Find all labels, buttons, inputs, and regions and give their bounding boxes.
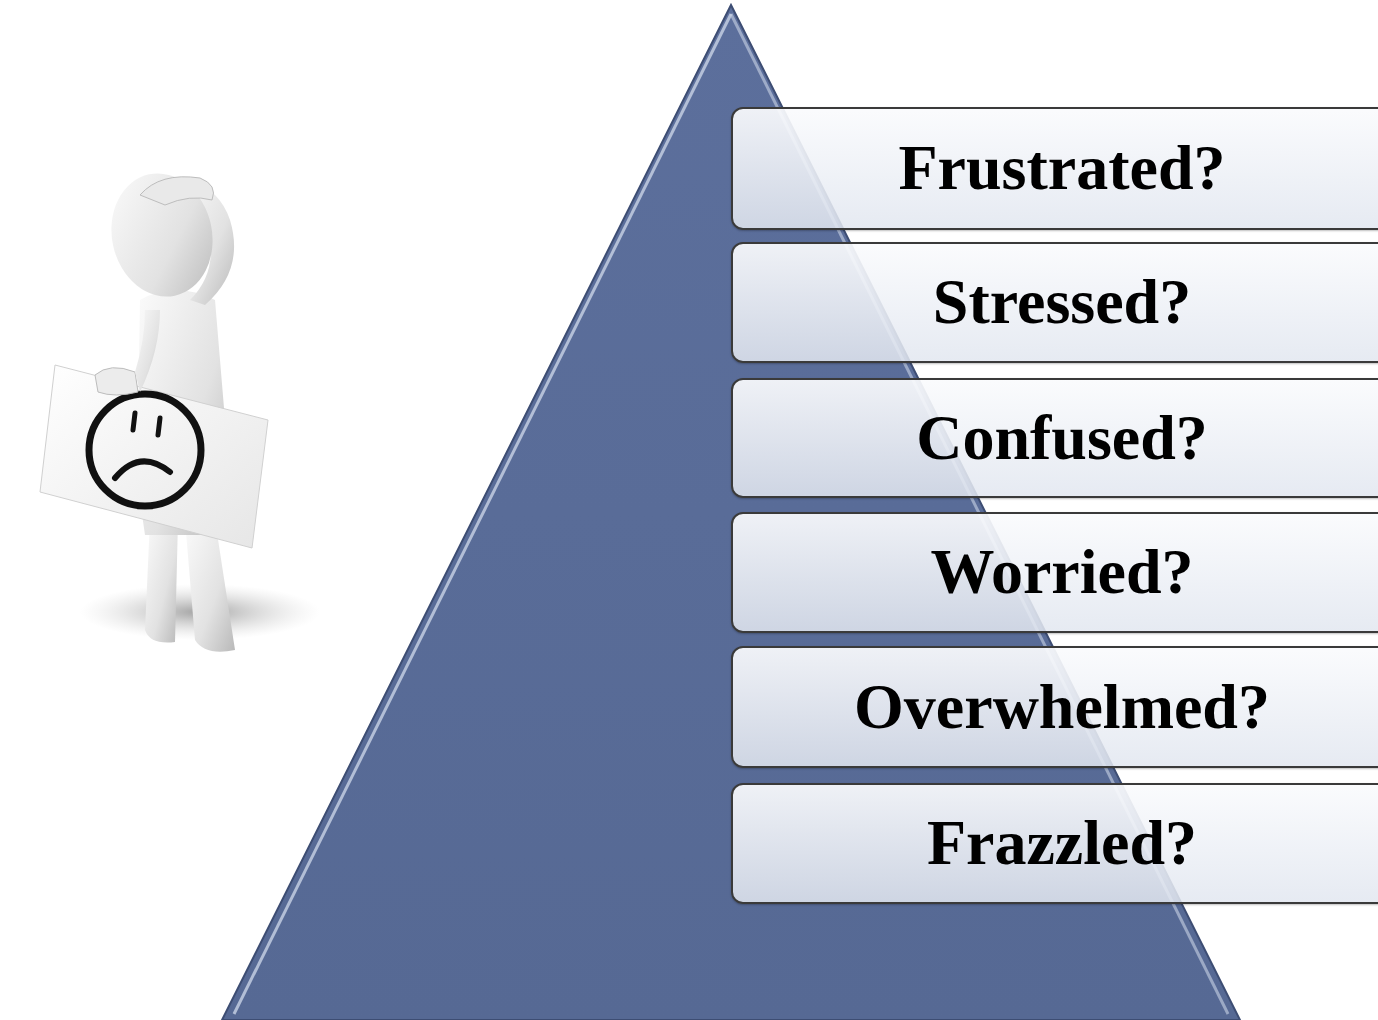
band-label: Overwhelmed?: [854, 672, 1272, 742]
figure-hand: [140, 177, 214, 205]
figure-head: [100, 164, 224, 306]
pyramid-band: Frazzled?: [731, 783, 1378, 904]
worried-figure: [40, 164, 320, 652]
pyramid-band: Frustrated?: [731, 107, 1378, 230]
sad-face-eye: [158, 418, 160, 435]
pyramid-band: Worried?: [731, 512, 1378, 633]
sign-card: [40, 365, 268, 548]
band-label: Worried?: [930, 537, 1195, 607]
pyramid-band: Overwhelmed?: [731, 646, 1378, 768]
band-label: Frustrated?: [898, 133, 1227, 203]
band-label: Confused?: [916, 403, 1210, 473]
band-label: Frazzled?: [927, 808, 1199, 878]
pyramid-band: Confused?: [731, 378, 1378, 498]
sad-face-mouth: [115, 461, 170, 478]
sad-face-eye: [133, 413, 135, 430]
figure-arm: [135, 310, 160, 392]
figure-hand: [95, 368, 138, 395]
sad-face: [89, 394, 201, 506]
pyramid-highlight: [234, 14, 731, 1014]
band-label: Stressed?: [933, 267, 1193, 337]
pyramid-band: Stressed?: [731, 242, 1378, 363]
figure-leg: [145, 520, 178, 643]
